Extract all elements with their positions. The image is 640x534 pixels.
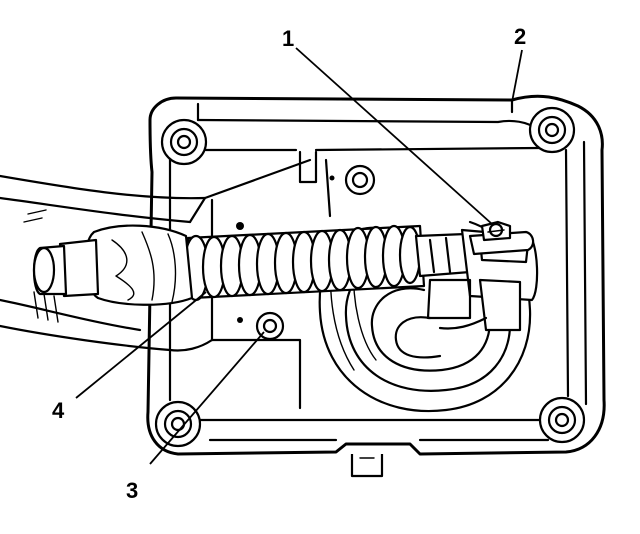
corner-bolt-top-left bbox=[160, 118, 208, 166]
cover-stud-top bbox=[329, 164, 376, 196]
leader-2 bbox=[511, 49, 523, 103]
callout-label-2: 2 bbox=[514, 24, 526, 49]
callout-leaders bbox=[75, 47, 523, 465]
cable-boot bbox=[182, 224, 426, 302]
leader-4 bbox=[75, 291, 207, 399]
plate-rivet bbox=[236, 222, 244, 230]
corner-bolt-bottom-right bbox=[538, 396, 586, 444]
callout-label-3: 3 bbox=[126, 478, 138, 503]
cable-end-fitting bbox=[32, 224, 194, 306]
boot-ribs bbox=[182, 224, 422, 302]
plate-rivet bbox=[237, 317, 243, 323]
cable-retaining-clip bbox=[468, 220, 535, 256]
cable-bracket-nut bbox=[255, 311, 285, 341]
callout-label-1: 1 bbox=[282, 26, 294, 51]
leader-1 bbox=[295, 47, 493, 225]
shift-lever-arm bbox=[0, 158, 312, 352]
corner-bolt-bottom-left bbox=[154, 400, 202, 448]
corner-bolt-top-right bbox=[528, 106, 576, 154]
callout-label-4: 4 bbox=[52, 398, 65, 423]
housing-bottom-lug bbox=[350, 454, 384, 478]
leader-3 bbox=[149, 331, 265, 465]
